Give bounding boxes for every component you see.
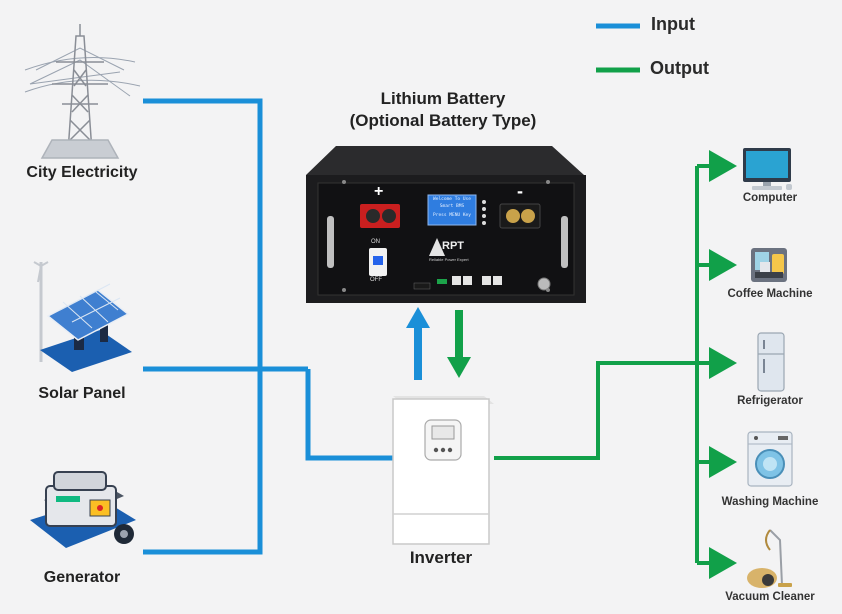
vacuum-cleaner-icon bbox=[747, 529, 792, 588]
switch-on-label: ON bbox=[371, 239, 380, 245]
reset-button[interactable] bbox=[537, 277, 551, 291]
bms-lcd-screen bbox=[427, 194, 477, 226]
brand-name: RPT bbox=[442, 240, 464, 252]
input-line-to-inverter bbox=[305, 369, 393, 461]
source-label-city: City Electricity bbox=[26, 164, 138, 181]
charge-arrow-up bbox=[406, 307, 430, 380]
battery-title-line1: Lithium Battery bbox=[380, 89, 506, 108]
coffee-machine-icon bbox=[751, 248, 787, 282]
device-label-fridge: Refrigerator bbox=[737, 395, 803, 407]
input-lines bbox=[143, 98, 393, 555]
device-label-coffee: Coffee Machine bbox=[727, 288, 813, 300]
output-lines bbox=[494, 150, 737, 579]
source-label-solar: Solar Panel bbox=[38, 385, 126, 402]
negative-symbol: - bbox=[517, 181, 523, 201]
refrigerator-icon bbox=[757, 332, 785, 392]
battery-title-line2: (Optional Battery Type) bbox=[349, 111, 537, 130]
inverter-label: Inverter bbox=[409, 548, 473, 567]
input-line-city bbox=[143, 98, 263, 555]
legend-input-label: Input bbox=[651, 14, 695, 34]
solar-panel-icon bbox=[33, 261, 132, 372]
legend-output-label: Output bbox=[650, 58, 709, 78]
inverter-icon bbox=[392, 396, 494, 545]
washing-machine-icon bbox=[747, 431, 793, 487]
device-label-washer: Washing Machine bbox=[721, 496, 819, 508]
generator-icon bbox=[30, 471, 136, 548]
positive-symbol: + bbox=[374, 183, 384, 200]
brand-tagline: Reliable Power Expert bbox=[429, 257, 469, 262]
battery-rack-icon bbox=[306, 146, 586, 303]
power-tower-icon bbox=[24, 24, 141, 159]
right-handle bbox=[561, 216, 568, 268]
switch-off-label: OFF bbox=[370, 277, 382, 283]
battery-title: Lithium Battery (Optional Battery Type) bbox=[320, 88, 566, 132]
lcd-line1: Welcome To Use bbox=[433, 197, 471, 202]
computer-icon bbox=[743, 148, 792, 190]
device-label-computer: Computer bbox=[742, 192, 798, 204]
lcd-line3: Press MENU Key bbox=[433, 213, 471, 218]
discharge-arrow-down bbox=[447, 310, 471, 378]
device-label-vacuum: Vacuum Cleaner bbox=[725, 591, 815, 603]
output-line-inverter bbox=[494, 361, 697, 460]
lcd-line2: Smart BMS bbox=[439, 204, 465, 209]
source-label-generator: Generator bbox=[43, 569, 121, 586]
brand-logo-icon bbox=[429, 238, 445, 256]
left-handle bbox=[327, 216, 334, 268]
